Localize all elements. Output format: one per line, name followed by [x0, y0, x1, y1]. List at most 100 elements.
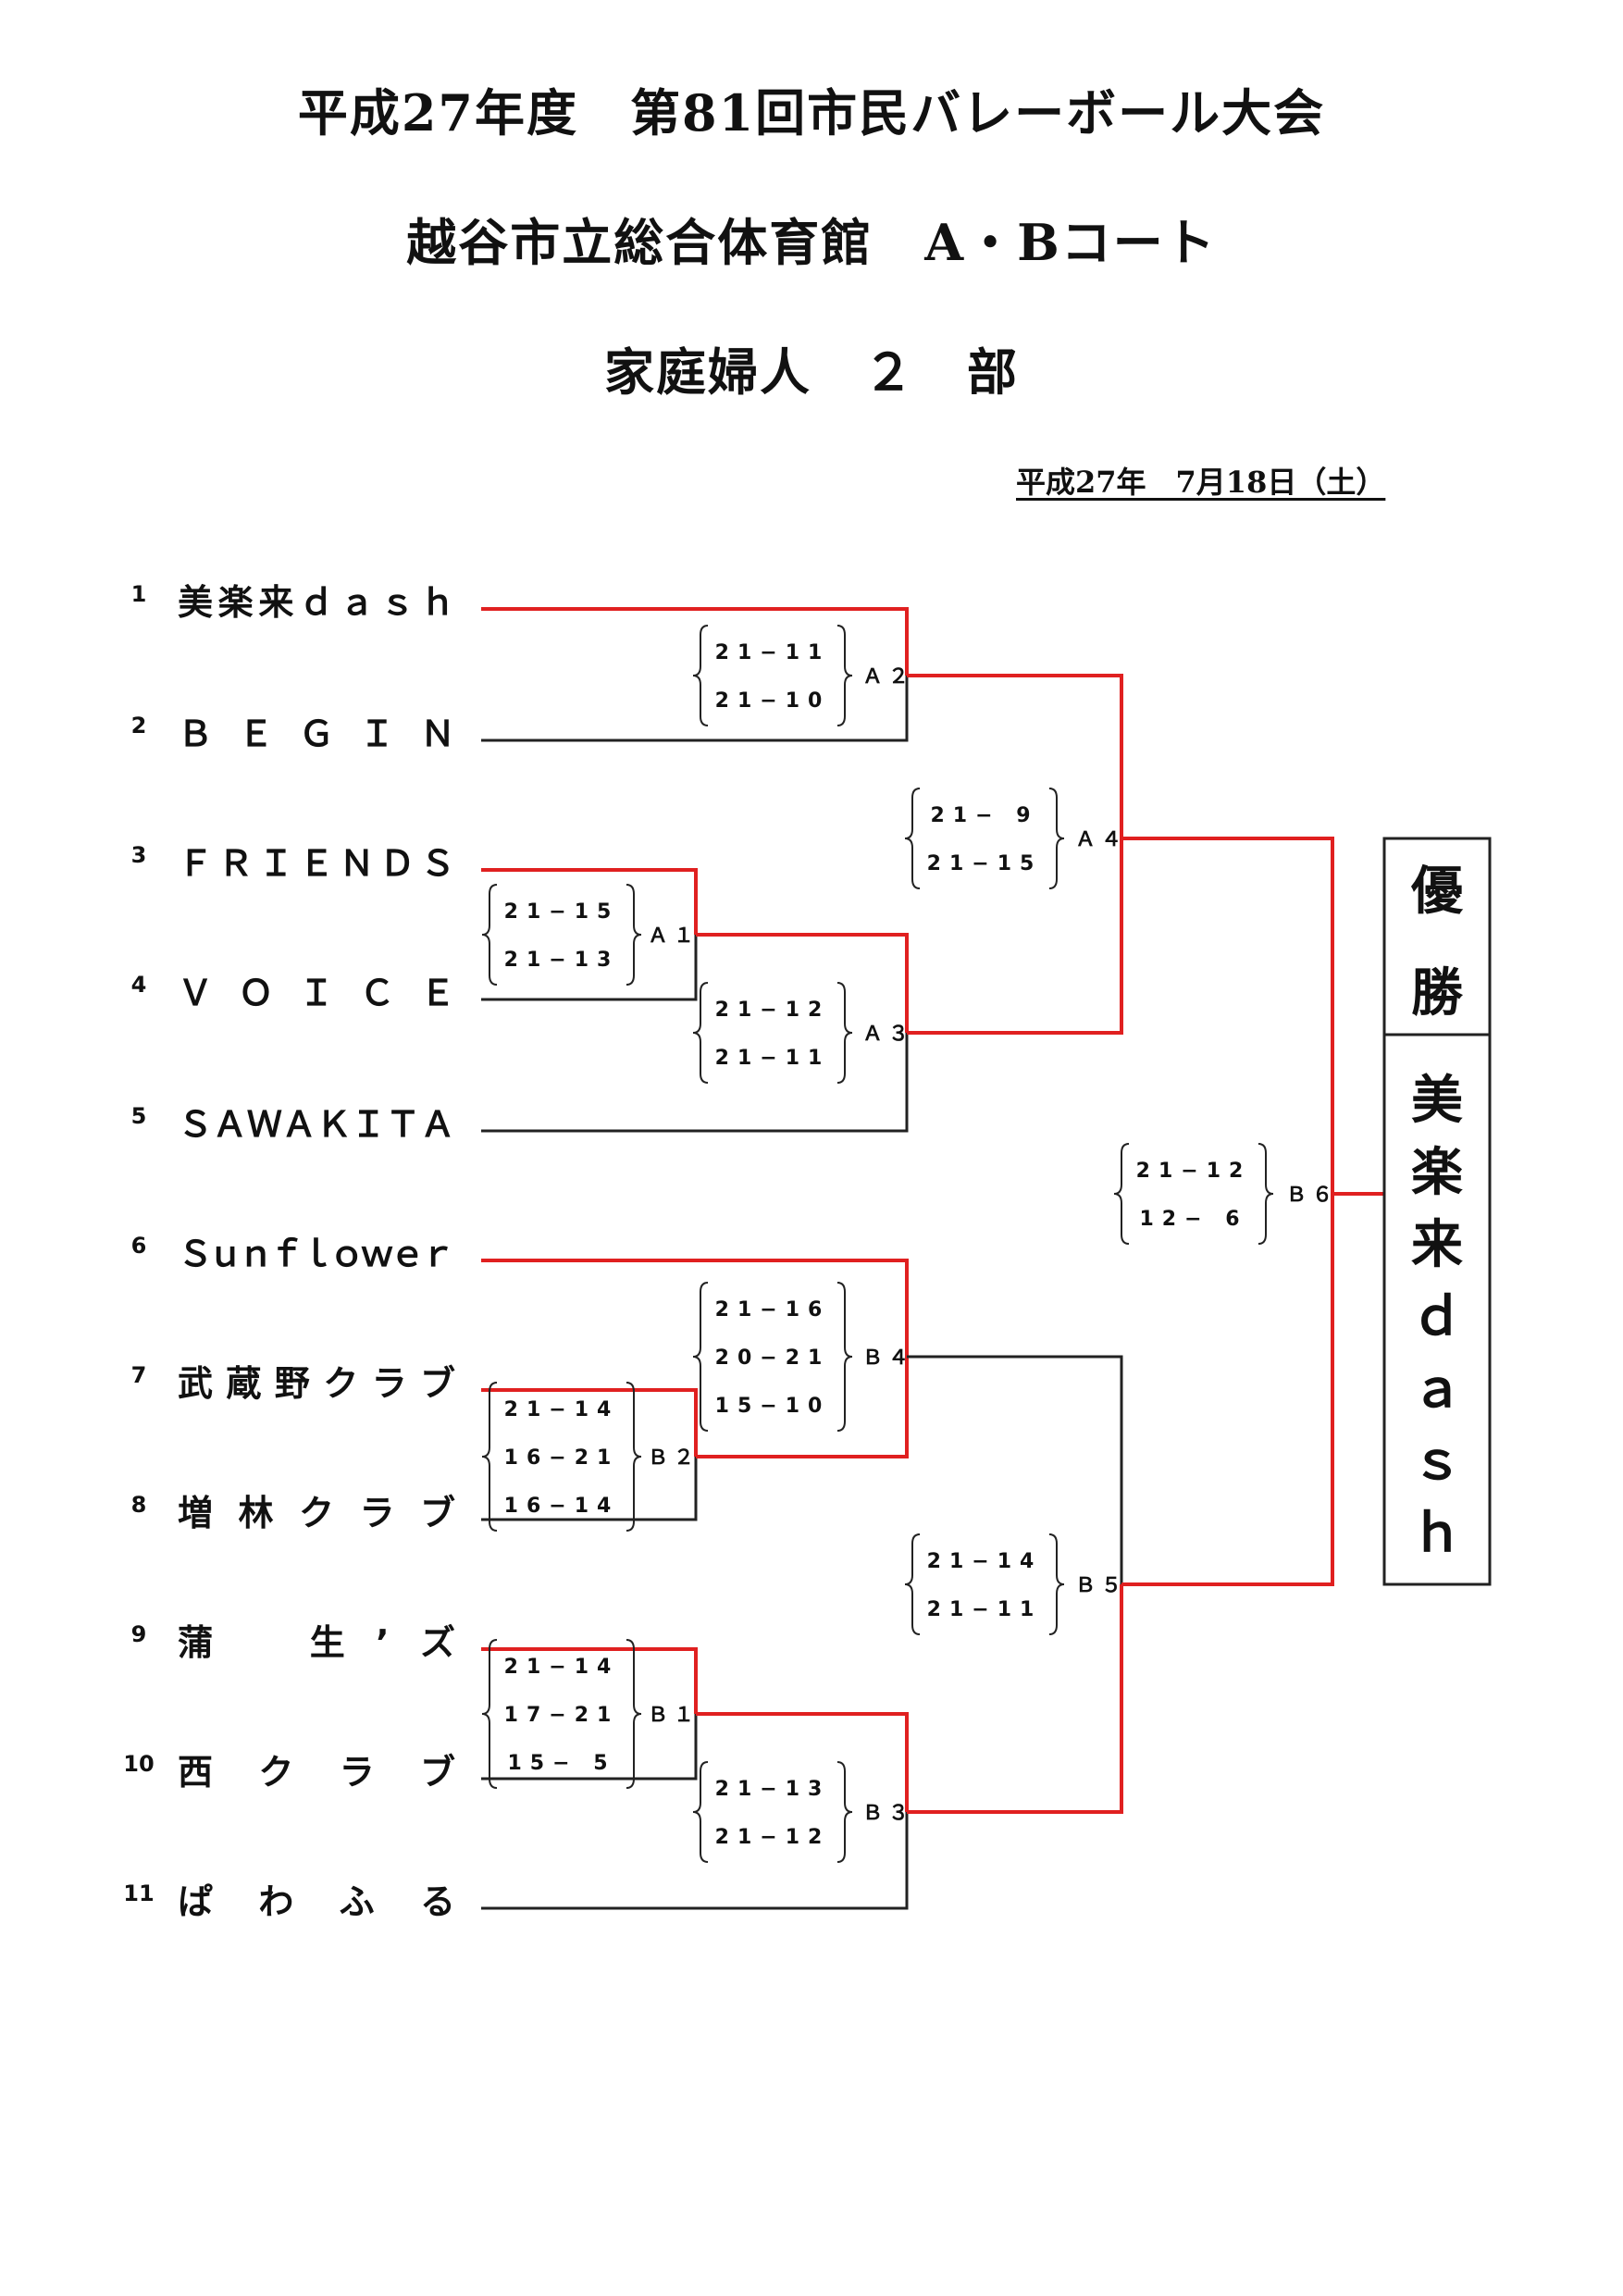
bracket-line: [907, 1355, 1123, 1584]
team-name: ＳＡＷＡＫＩＴＡ: [178, 1104, 455, 1145]
team-name: ＦＲＩＥＮＤＳ: [178, 843, 455, 884]
team-name: ぱわふる: [178, 1881, 455, 1922]
match-label: Ｂ１: [648, 1704, 700, 1727]
match-score: 21−11: [715, 1047, 831, 1070]
score-brace-left: [692, 1282, 709, 1432]
team-name: ＢＥＧＩＮ: [178, 714, 455, 754]
bracket-line: [481, 935, 698, 1001]
match-score: 21−12: [715, 1826, 831, 1849]
score-brace-left: [692, 625, 709, 726]
match-label: Ｂ３: [862, 1802, 914, 1825]
team-name: ＶＯＩＣＥ: [178, 973, 455, 1013]
match-score: 17−21: [504, 1704, 620, 1727]
champion-box: [1382, 837, 1492, 1586]
match-score: 21−14: [927, 1550, 1043, 1573]
score-brace-right: [836, 1282, 853, 1432]
bracket-line: [481, 1388, 698, 1457]
bracket-line: [907, 674, 1123, 838]
bracket-line: [481, 1033, 909, 1133]
team-seed: 11: [123, 1880, 154, 1906]
team-seed: 5: [131, 1103, 147, 1129]
match-score: 21−14: [504, 1398, 620, 1421]
team-seed: 8: [131, 1492, 147, 1518]
match-label: Ｂ５: [1075, 1574, 1127, 1597]
champion-name-char: 楽: [1411, 1143, 1463, 1203]
venue-title: 越谷市立総合体育館 A・Bコート: [406, 213, 1217, 272]
bracket-line: [481, 676, 909, 742]
match-label: Ｂ４: [862, 1347, 914, 1370]
bracket-line: [1121, 837, 1334, 1194]
match-label: Ａ３: [862, 1023, 914, 1046]
team-seed: 2: [131, 713, 147, 738]
match-score: 21−15: [927, 852, 1043, 875]
match-score: 21−14: [504, 1656, 620, 1679]
score-brace-right: [1258, 1143, 1274, 1245]
team-seed: 1: [131, 581, 147, 607]
champion-name-char: ｄ: [1411, 1287, 1463, 1347]
score-brace-right: [626, 884, 642, 986]
match-score: 21−10: [715, 689, 831, 713]
match-score: 21−11: [715, 641, 831, 664]
bracket-line: [696, 933, 909, 1033]
score-brace-left: [904, 1533, 921, 1635]
champion-name-char: ａ: [1411, 1359, 1463, 1420]
score-brace-right: [836, 982, 853, 1084]
champion-name-char: 美: [1411, 1071, 1463, 1131]
match-score: 21−13: [715, 1778, 831, 1801]
bracket-line: [481, 1259, 909, 1357]
event-date: 平成27年 7月18日（土）: [1016, 465, 1386, 500]
score-brace-left: [481, 1382, 498, 1532]
bracket-line: [481, 1714, 698, 1781]
bracket-line: [481, 1647, 698, 1714]
bracket-line: [1121, 1194, 1334, 1586]
team-seed: 7: [131, 1362, 147, 1388]
match-score: 21−13: [504, 949, 620, 972]
champion-name-char: ｓ: [1411, 1432, 1463, 1492]
score-brace-right: [1048, 788, 1065, 889]
score-brace-left: [481, 1639, 498, 1789]
score-brace-right: [836, 625, 853, 726]
match-score: 15− 5: [507, 1752, 615, 1775]
match-label: Ａ４: [1075, 828, 1127, 851]
team-seed: 9: [131, 1621, 147, 1647]
score-brace-left: [904, 788, 921, 889]
match-score: 21−12: [1136, 1160, 1252, 1183]
score-brace-right: [1048, 1533, 1065, 1635]
score-brace-left: [692, 1761, 709, 1863]
team-seed: 6: [131, 1233, 147, 1259]
team-seed: 4: [131, 972, 147, 998]
match-score: 20−21: [715, 1347, 831, 1370]
champion-header-char: 優: [1410, 862, 1464, 922]
division-title: 家庭婦人 ２ 部: [604, 342, 1019, 402]
bracket-line: [907, 838, 1123, 1035]
match-label: Ｂ２: [648, 1446, 700, 1470]
team-name: 増林クラブ: [178, 1493, 455, 1533]
team-seed: 10: [123, 1751, 154, 1777]
bracket-line: [481, 868, 698, 935]
score-brace-right: [836, 1761, 853, 1863]
bracket-line: [481, 1457, 698, 1521]
bracket-line: [481, 1812, 909, 1910]
match-score: 15−10: [715, 1395, 831, 1418]
team-name: 武蔵野クラブ: [178, 1363, 455, 1404]
match-score: 16−21: [504, 1446, 620, 1470]
team-name: 蒲 生’ズ: [178, 1622, 455, 1663]
bracket-line: [696, 1712, 909, 1812]
score-brace-right: [626, 1639, 642, 1789]
page-title: 平成27年度 第81回市民バレーボール大会: [297, 83, 1326, 143]
match-score: 21−11: [927, 1598, 1043, 1621]
match-score: 12− 6: [1139, 1208, 1247, 1231]
match-label: Ｂ６: [1286, 1184, 1338, 1207]
match-label: Ａ２: [862, 665, 914, 689]
match-score: 21−16: [715, 1298, 831, 1322]
match-score: 21−12: [715, 999, 831, 1022]
bracket-line: [696, 1357, 909, 1458]
match-score: 21−15: [504, 900, 620, 924]
team-name: 美楽来ｄａｓｈ: [178, 582, 455, 623]
champion-name-char: 来: [1411, 1215, 1463, 1275]
score-brace-left: [481, 884, 498, 986]
team-seed: 3: [131, 842, 147, 868]
team-name: 西クラブ: [178, 1752, 455, 1793]
team-name: Ｓｕｎｆｌｏｗｅｒ: [178, 1234, 455, 1274]
